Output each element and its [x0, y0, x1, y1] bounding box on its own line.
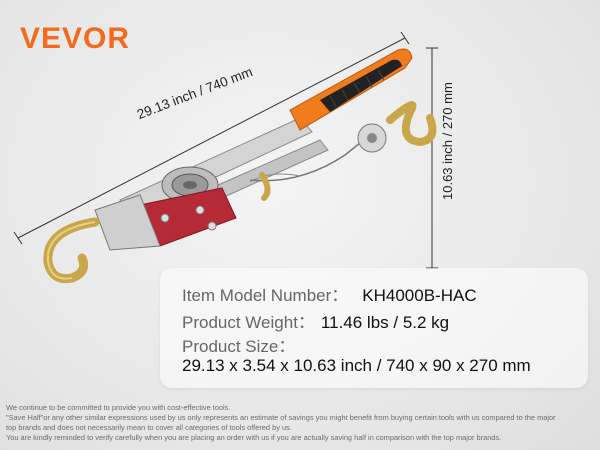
size-value: 29.13 x 3.54 x 10.63 inch / 740 x 90 x 2… [182, 356, 531, 375]
pulley-block [357, 123, 387, 153]
height-dimension-label: 10.63 inch / 270 mm [440, 82, 455, 200]
length-dimension-line [13, 31, 410, 245]
disclaimer-line: You are kindly reminded to verify carefu… [6, 433, 502, 442]
size-row: Product Size： [182, 332, 295, 357]
model-row: Item Model Number： KH4000B-HAC [182, 281, 477, 306]
middle-hook [259, 172, 271, 201]
weight-label: Product Weight： [182, 313, 315, 332]
model-label: Item Model Number： [182, 286, 349, 305]
size-value-row: 29.13 x 3.54 x 10.63 inch / 740 x 90 x 2… [182, 356, 531, 376]
spec-card: Item Model Number： KH4000B-HAC Product We… [160, 268, 588, 388]
disclaimer-line: We continue to be committed to provide y… [6, 403, 231, 412]
left-hook [43, 217, 100, 284]
orange-handle [289, 48, 413, 131]
height-dimension-line [426, 47, 438, 269]
model-value: KH4000B-HAC [362, 286, 477, 305]
right-hook [386, 101, 437, 147]
disclaimer: We continue to be committed to provide y… [6, 403, 596, 443]
weight-value: 11.46 lbs / 5.2 kg [320, 313, 450, 332]
disclaimer-line: "Save Half"or any other similar expressi… [6, 413, 556, 422]
weight-row: Product Weight： 11.46 lbs / 5.2 kg [182, 308, 449, 333]
disclaimer-line: top brands and does not necessarily mean… [6, 423, 292, 432]
ratchet-gear [161, 166, 219, 204]
size-label: Product Size： [182, 337, 296, 356]
body-plate [94, 194, 161, 251]
brand-logo: VEVOR [20, 22, 131, 55]
